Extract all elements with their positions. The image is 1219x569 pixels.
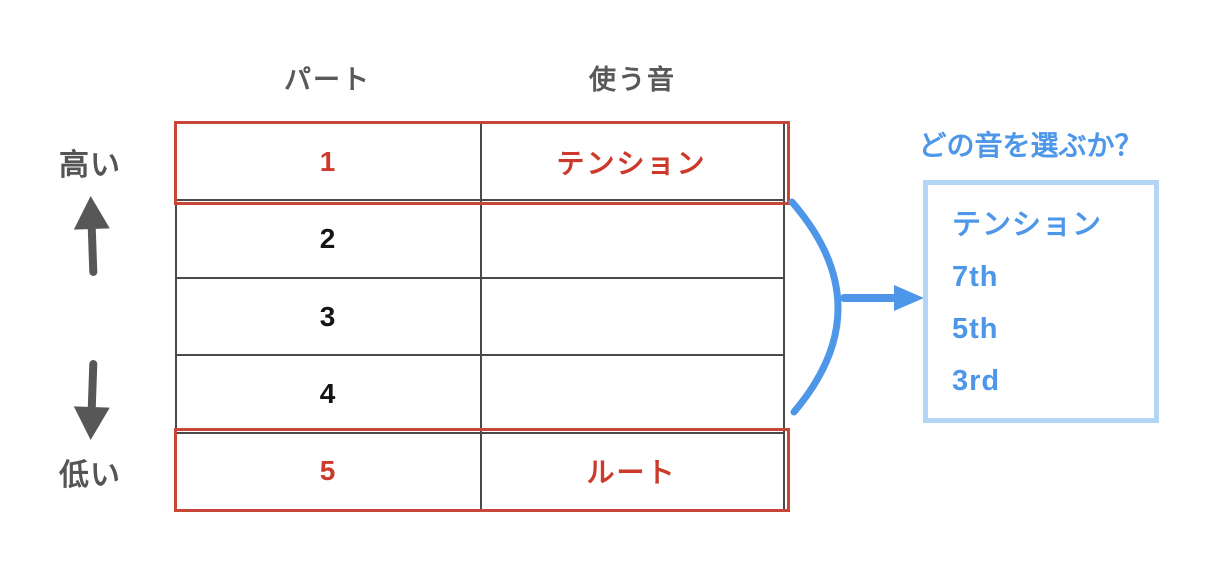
part-number: 4 [319, 377, 338, 409]
table-column-divider [480, 124, 482, 509]
part-number: 3 [319, 300, 338, 332]
table-row: 5 ルート [177, 434, 783, 509]
note-value [480, 356, 783, 431]
down-arrow-icon [73, 360, 110, 440]
note-value [480, 201, 783, 276]
choice-panel-title: どの音を選ぶか？ [918, 130, 1143, 161]
parts-table: 1 テンション 2 3 4 5 ルート [174, 121, 790, 512]
part-number: 1 [319, 145, 338, 177]
part-number: 2 [319, 223, 338, 255]
choice-option: 3rd [952, 365, 1001, 397]
up-arrow-icon [73, 196, 110, 276]
column-header-note: 使う音 [589, 65, 676, 95]
low-label: 低い [59, 459, 121, 492]
note-value [480, 279, 783, 354]
note-value: テンション [556, 147, 707, 179]
choice-option: 7th [952, 261, 999, 293]
part-number: 5 [319, 455, 338, 487]
right-arrow-icon [840, 285, 924, 311]
choice-option: テンション [952, 209, 1103, 241]
note-value: ルート [586, 457, 677, 489]
choice-option: 5th [952, 313, 999, 345]
choice-box: テンション 7th 5th 3rd [923, 180, 1159, 423]
high-label: 高い [59, 149, 121, 182]
column-header-part: パート [284, 65, 371, 95]
curved-brace-icon [788, 198, 842, 416]
